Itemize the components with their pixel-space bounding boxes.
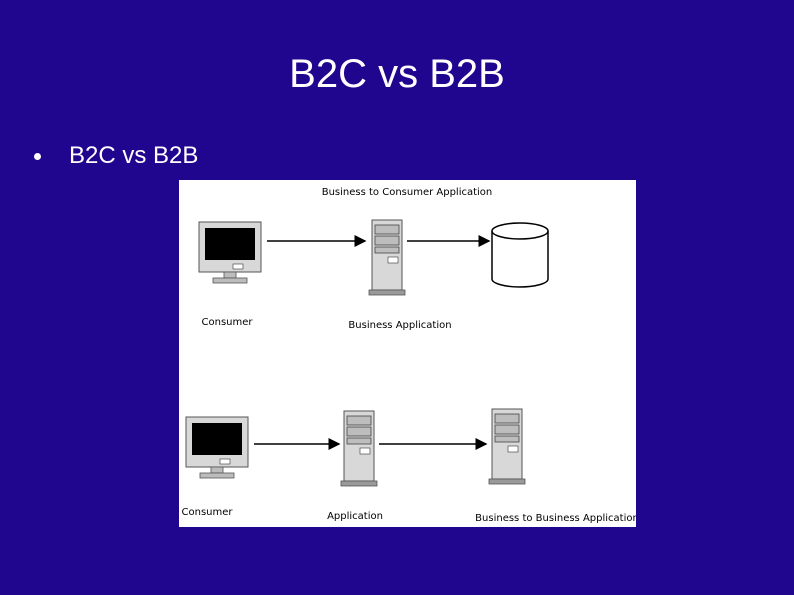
bullet-item: B2C vs B2B [34, 141, 198, 171]
b2c-title: Business to Consumer Application [322, 187, 493, 198]
slide-title: B2C vs B2B [289, 52, 505, 96]
b2b-server-icon [340, 410, 378, 487]
b2b-consumer-monitor-icon [185, 416, 249, 479]
architecture-diagram: Business to Consumer Application Consume… [179, 180, 636, 527]
b2c-server-icon [368, 219, 406, 296]
b2b-consumer-label: Consumer [182, 507, 234, 518]
b2b-business-server-label: Business to Business Application [475, 513, 636, 524]
bullet-dot-icon [34, 152, 41, 160]
b2c-consumer-label: Consumer [202, 317, 254, 328]
b2c-consumer-monitor-icon [198, 221, 262, 284]
b2b-server-label: Application [327, 511, 383, 522]
b2b-business-server-icon [488, 408, 526, 485]
b2c-server-label: Business Application [348, 320, 451, 331]
bullet-text: B2C vs B2B [69, 142, 199, 169]
database-icon [491, 222, 549, 288]
